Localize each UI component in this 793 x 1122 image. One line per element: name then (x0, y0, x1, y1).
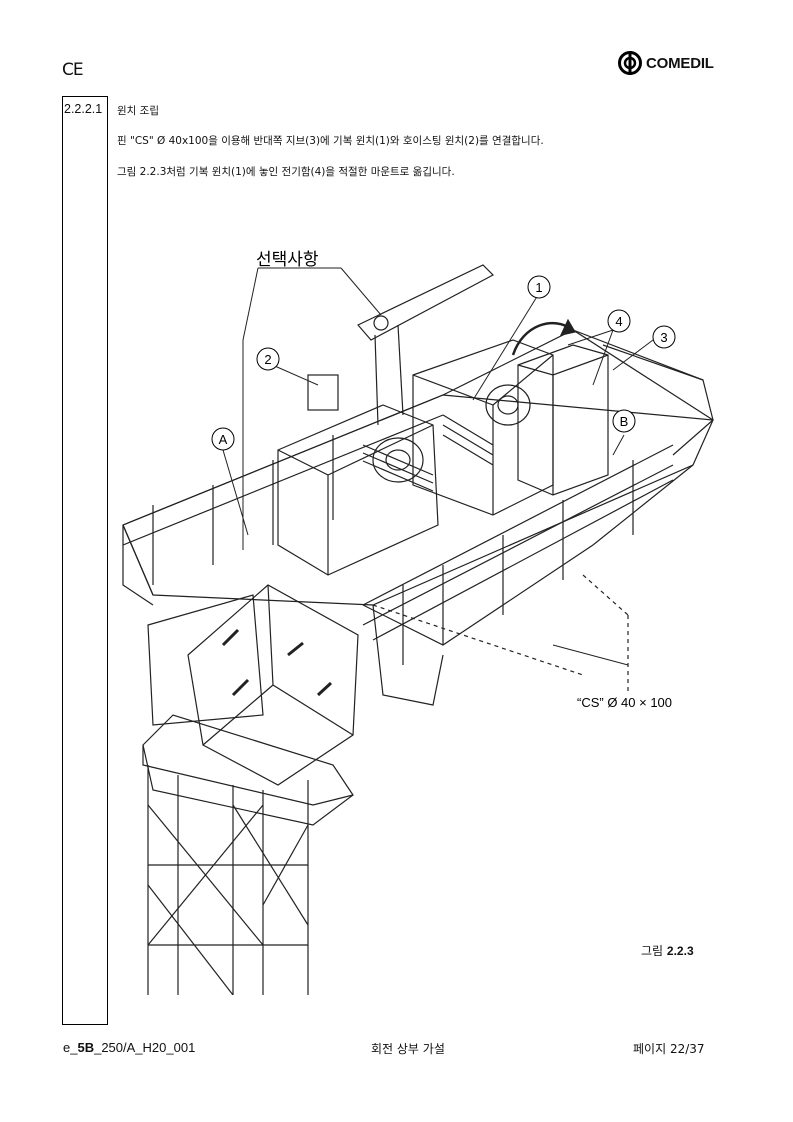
winch-assembly-figure: 1 2 3 4 A B 선택사항 “CS” Ø 40 × 100 (122, 250, 714, 995)
operator-cab (147, 584, 359, 786)
callout-1: 1 (527, 275, 551, 299)
section-title: 윈치 조립 (117, 105, 159, 117)
callout-1-label: 1 (535, 280, 542, 295)
instruction-paragraph-2: 그림 2.2.3처럼 기복 윈치(1)에 놓인 전기함(4)을 적절한 마운트로… (117, 166, 455, 178)
footer-document-code: e_5B_250/A_H20_001 (63, 1040, 195, 1055)
platform-walkway (122, 394, 714, 706)
doc-code-bold: 5B (77, 1040, 95, 1055)
callout-b: B (612, 409, 636, 433)
callout-4: 4 (607, 309, 631, 333)
callout-2: 2 (256, 347, 280, 371)
counter-jib (442, 329, 714, 456)
callout-3-label: 3 (660, 330, 667, 345)
optional-jib-beam (357, 264, 494, 426)
logo-text: COMEDIL (646, 54, 714, 72)
footer-chapter-title: 회전 상부 가설 (371, 1042, 445, 1056)
callout-a: A (211, 427, 235, 451)
callout-b-label: B (620, 414, 629, 429)
page-number: 22/37 (669, 1042, 705, 1056)
slewing-base (142, 714, 354, 826)
figure-caption-prefix: 그림 (641, 944, 664, 958)
luffing-winch (412, 339, 554, 516)
section-number: 2.2.2.1 (64, 102, 103, 116)
leader-lines (222, 267, 654, 666)
tower-lattice (147, 765, 309, 995)
callout-2-label: 2 (264, 352, 271, 367)
move-arrowhead-icon (559, 318, 576, 336)
section-number-frame (62, 96, 108, 1025)
pin-dash-lines (372, 574, 629, 695)
instruction-paragraph-1: 핀 "CS" Ø 40x100을 이용해 반대쪽 지브(3)에 기복 윈치(1)… (117, 135, 544, 147)
callout-a-label: A (219, 432, 228, 447)
railings (122, 394, 674, 665)
pin-label: “CS” Ø 40 × 100 (577, 695, 672, 710)
comedil-logo: COMEDIL (617, 50, 714, 76)
callout-4-label: 4 (615, 314, 622, 329)
figure-caption: 그림 2.2.3 (641, 942, 694, 959)
ce-mark: CE (62, 60, 84, 80)
footer-page-indicator: 페이지 22/37 (633, 1040, 705, 1057)
electrical-box (517, 344, 609, 496)
doc-code-suffix: _250/A_H20_001 (94, 1040, 196, 1055)
figure-caption-number: 2.2.3 (666, 944, 694, 958)
optional-label: 선택사항 (256, 250, 319, 270)
callout-3: 3 (652, 325, 676, 349)
page-label: 페이지 (633, 1042, 667, 1056)
comedil-emblem-icon (618, 51, 642, 75)
doc-code-prefix: e_ (63, 1040, 78, 1055)
hoisting-winch (277, 374, 439, 576)
